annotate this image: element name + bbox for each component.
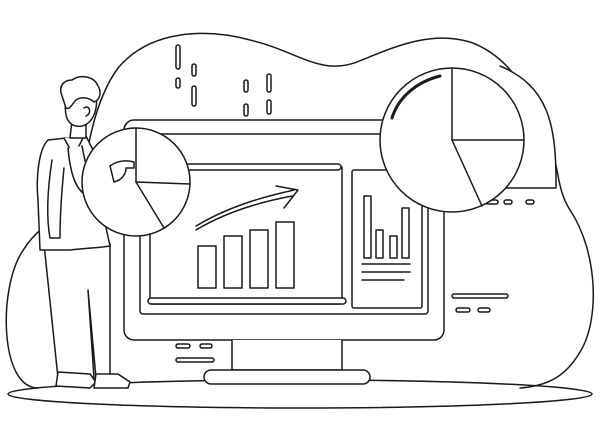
person-arm-back bbox=[47, 159, 65, 239]
pie-chart-icon bbox=[379, 65, 557, 213]
trend-arrow-icon bbox=[195, 185, 299, 231]
side-panel bbox=[351, 169, 423, 309]
person-hair bbox=[60, 75, 101, 110]
pie-chart-small-icon bbox=[81, 127, 191, 237]
monitor-stand-neck bbox=[231, 339, 343, 371]
pie-highlight bbox=[390, 74, 442, 120]
bar-chart-icon bbox=[197, 221, 295, 289]
side-bar-4 bbox=[401, 207, 410, 259]
person-legs bbox=[43, 243, 111, 379]
person-shoe-right bbox=[93, 373, 131, 389]
decor-dashes-bottom bbox=[175, 343, 215, 363]
person-shoe-left bbox=[55, 371, 97, 389]
bar-3 bbox=[249, 229, 269, 289]
decor-dashes-right bbox=[451, 199, 535, 313]
decor-dashes-top bbox=[175, 44, 272, 117]
side-bar-3 bbox=[389, 235, 398, 259]
bar-1 bbox=[197, 245, 217, 289]
person-hand-front bbox=[109, 160, 135, 183]
side-bar-1 bbox=[363, 195, 372, 259]
monitor-stand-base bbox=[203, 369, 371, 385]
side-bar-2 bbox=[375, 229, 384, 259]
bar-2 bbox=[223, 235, 243, 289]
bar-4 bbox=[275, 221, 295, 289]
